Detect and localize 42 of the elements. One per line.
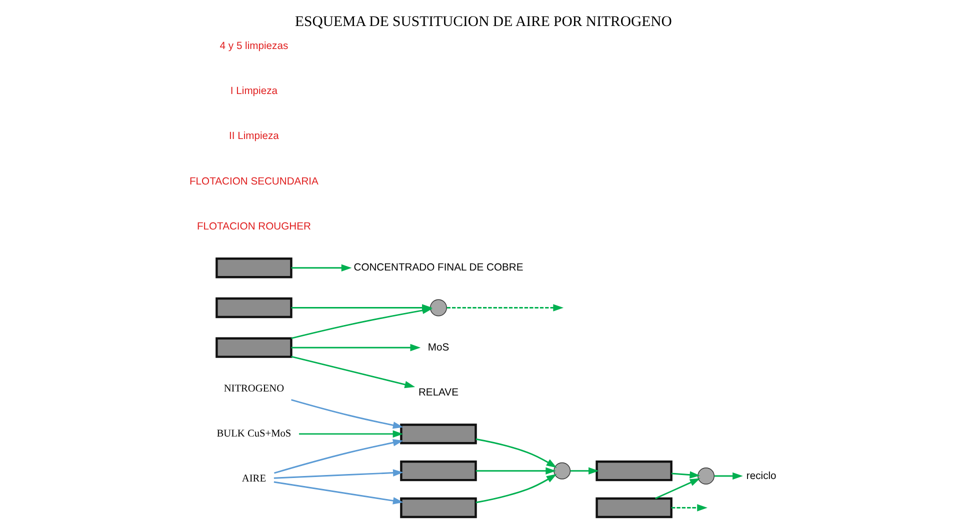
node-pump — [430, 299, 447, 316]
node-box — [596, 497, 672, 518]
arrow — [476, 438, 557, 468]
label: 4 y 5 limpiezas — [220, 41, 288, 52]
label: FLOTACION SECUNDARIA — [189, 176, 318, 188]
node-box — [216, 337, 292, 358]
node-box — [596, 460, 672, 482]
node-text: RELAVE — [418, 387, 458, 398]
node-text: MoS — [428, 342, 450, 354]
node-box — [400, 424, 477, 444]
node-text: NITROGENO — [224, 384, 284, 395]
diagram-title: ESQUEMA DE SUSTITUCION DE AIRE POR NITROGENO — [295, 14, 672, 30]
node-text: AIRE — [242, 474, 266, 485]
arrow — [274, 469, 404, 479]
node-text: reciclo — [746, 470, 776, 482]
node-box — [400, 460, 477, 482]
arrow — [274, 439, 404, 474]
arrow — [291, 264, 352, 272]
arrow — [274, 481, 404, 504]
node-text: BULK CuS+MoS — [216, 428, 292, 440]
node-text: CONCENTRADO FINAL DE COBRE — [354, 262, 524, 274]
label: FLOTACION ROUGHER — [196, 221, 311, 232]
node-pump — [554, 462, 571, 480]
arrow — [714, 472, 743, 480]
arrow — [291, 399, 404, 429]
arrow — [672, 504, 708, 512]
arrow — [291, 356, 416, 388]
node-pump — [698, 468, 715, 484]
label: II Limpieza — [228, 131, 279, 142]
arrow — [570, 467, 599, 474]
arrow — [446, 304, 564, 312]
arrow — [291, 344, 421, 352]
node-box — [216, 297, 292, 318]
arrow — [655, 478, 700, 500]
arrow — [299, 430, 404, 438]
node-box — [400, 497, 477, 518]
node-box — [216, 258, 292, 278]
arrow — [291, 306, 433, 340]
arrow — [476, 474, 557, 504]
label: I Limpieza — [230, 86, 278, 98]
arrow — [476, 467, 556, 474]
arrow — [671, 471, 700, 478]
